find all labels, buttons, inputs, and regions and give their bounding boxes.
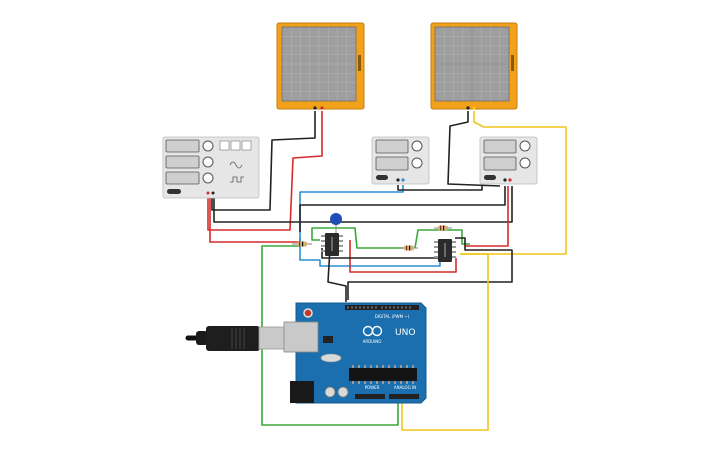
usb-cable[interactable] xyxy=(185,326,286,351)
resistor-3[interactable] xyxy=(434,225,452,231)
wire-black-fg-osc1[interactable] xyxy=(211,111,316,211)
op-amp-2[interactable] xyxy=(434,239,456,262)
op-amp-marking xyxy=(331,237,333,251)
wire-red-fg-circuit[interactable] xyxy=(209,194,301,243)
arduino-uno[interactable]: DIGITAL (PWM ~) ARDUINO UNO POWER ANALOG… xyxy=(283,302,427,404)
digital-header-pins xyxy=(347,306,411,309)
wire-black-ps1[interactable] xyxy=(397,185,483,191)
power-switch[interactable] xyxy=(484,175,496,180)
current-display xyxy=(375,156,409,171)
voltage-knob[interactable] xyxy=(519,140,531,152)
display-3 xyxy=(165,171,200,185)
wire-red-fg-osc1[interactable] xyxy=(207,111,323,231)
power-supply-1[interactable] xyxy=(371,136,430,185)
function-generator[interactable] xyxy=(162,136,260,199)
arduino-brand-label: ARDUINO xyxy=(363,339,382,344)
voltage-display xyxy=(483,139,517,154)
crystal-oscillator xyxy=(320,353,342,363)
terminal-positive[interactable] xyxy=(508,178,512,182)
wire-black-opamp1[interactable] xyxy=(321,248,440,259)
voltage-display xyxy=(375,139,409,154)
wire-green-opamp1[interactable] xyxy=(311,227,405,249)
power-switch[interactable] xyxy=(167,189,181,194)
usb-cable-strain-relief xyxy=(196,331,208,345)
power-header[interactable] xyxy=(355,394,385,399)
resistor-band xyxy=(302,241,304,247)
output-terminal-negative[interactable] xyxy=(211,191,215,195)
resistor-band xyxy=(443,225,445,231)
arduino-logo-icon xyxy=(362,325,383,337)
resistor-band xyxy=(440,225,442,231)
op-amp-1[interactable] xyxy=(321,233,343,256)
waveform-buttons[interactable] xyxy=(219,140,252,151)
oscilloscope-side-label xyxy=(358,55,361,71)
knob-1[interactable] xyxy=(202,140,214,152)
reset-button[interactable] xyxy=(303,308,313,318)
probe-terminal-positive[interactable] xyxy=(472,106,476,110)
dc-power-jack xyxy=(290,381,314,403)
capacitor-c1 xyxy=(324,386,336,398)
resistor-band xyxy=(406,245,408,251)
wire-black-osc2[interactable] xyxy=(447,111,501,187)
digital-label: DIGITAL (PWM ~) xyxy=(375,314,410,319)
wire-black-ps2-low[interactable] xyxy=(299,186,506,232)
sine-wave-icon xyxy=(229,161,243,169)
analog-label: ANALOG IN xyxy=(394,385,416,390)
power-switch[interactable] xyxy=(376,175,388,180)
resistor-1[interactable] xyxy=(292,241,312,247)
resistor-band xyxy=(299,241,301,247)
wire-yellow-arduino[interactable] xyxy=(401,253,489,431)
oscilloscope-1[interactable] xyxy=(276,22,365,110)
power-label: POWER xyxy=(365,385,380,390)
wire-red-ps2[interactable] xyxy=(465,186,509,247)
op-amp-marking xyxy=(444,243,446,257)
terminal-positive[interactable] xyxy=(401,178,405,182)
knob-2[interactable] xyxy=(202,156,214,168)
wire-yellow-osc2[interactable] xyxy=(460,111,567,255)
resistor-band xyxy=(409,245,411,251)
usb-plug-connector xyxy=(258,326,286,350)
microcontroller-chip xyxy=(349,368,417,381)
resistor-2[interactable] xyxy=(400,245,418,251)
output-terminal-positive[interactable] xyxy=(206,191,210,195)
chip-pins xyxy=(352,365,414,384)
voltage-knob[interactable] xyxy=(411,140,423,152)
usb-plug-grip xyxy=(231,328,245,349)
oscilloscope-grid xyxy=(282,27,356,101)
capacitor-body xyxy=(330,213,342,225)
capacitor-c2 xyxy=(337,386,349,398)
wires xyxy=(207,111,567,431)
usb-b-port xyxy=(283,321,319,353)
current-display xyxy=(483,156,517,171)
capacitor[interactable] xyxy=(330,213,342,233)
wire-black-opamp2[interactable] xyxy=(347,237,513,300)
wire-green-arduino[interactable] xyxy=(261,245,399,426)
analog-header[interactable] xyxy=(389,394,419,399)
square-wave-icon xyxy=(230,176,244,183)
wire-black-arduino[interactable] xyxy=(327,247,347,302)
power-supply-2[interactable] xyxy=(479,136,538,185)
probe-terminal-negative[interactable] xyxy=(313,106,317,110)
probe-terminal-negative[interactable] xyxy=(466,106,470,110)
op-amp-pins xyxy=(321,235,343,252)
usb-plug-body xyxy=(206,326,260,351)
probe-terminal-positive[interactable] xyxy=(320,106,324,110)
terminal-negative[interactable] xyxy=(396,178,400,182)
terminal-negative[interactable] xyxy=(503,178,507,182)
oscilloscope-2[interactable] xyxy=(430,22,518,110)
wire-blue-ps1[interactable] xyxy=(299,185,441,267)
display-2 xyxy=(165,155,200,169)
op-amp-pins xyxy=(434,241,456,258)
current-knob[interactable] xyxy=(411,157,423,169)
arduino-model-label: UNO xyxy=(395,328,415,338)
icsp-header xyxy=(323,336,333,343)
display-1 xyxy=(165,139,200,153)
current-knob[interactable] xyxy=(519,157,531,169)
oscilloscope-side-label xyxy=(511,55,514,71)
wire-black-fg-circuit[interactable] xyxy=(213,186,513,223)
knob-3[interactable] xyxy=(202,172,214,184)
